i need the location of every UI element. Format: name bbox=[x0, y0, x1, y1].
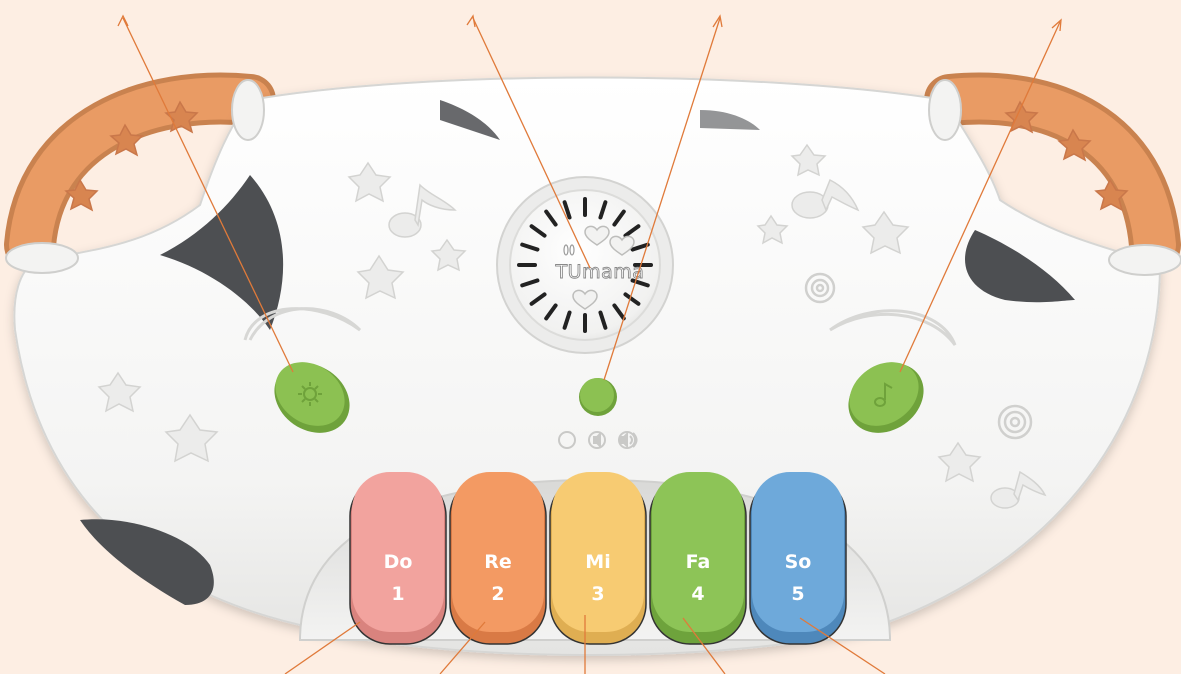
key-number-label: 1 bbox=[391, 583, 404, 605]
speaker-slot bbox=[520, 242, 540, 252]
piano-keys: Do 1 Re 2 Mi 3 Fa 4 So 5 bbox=[349, 472, 847, 645]
left-function-button[interactable] bbox=[261, 349, 363, 447]
piano-key-re[interactable]: Re 2 bbox=[449, 472, 547, 645]
piano-key-fa[interactable]: Fa 4 bbox=[649, 472, 747, 645]
key-face bbox=[752, 472, 844, 632]
music-note-icon bbox=[791, 178, 860, 219]
speaker-slot bbox=[562, 310, 572, 330]
key-note-label: Mi bbox=[585, 551, 610, 573]
heart-icon bbox=[609, 235, 635, 256]
right-handle[interactable] bbox=[924, 72, 1181, 271]
swirl-icon bbox=[997, 404, 1033, 440]
speaker-high-icon bbox=[618, 431, 638, 449]
swirl-icons bbox=[804, 272, 1033, 440]
handle-joint-right bbox=[928, 79, 1181, 276]
speaker-slots bbox=[517, 197, 653, 333]
star-icon bbox=[937, 441, 982, 483]
swirl-icon bbox=[804, 272, 836, 304]
volume-button[interactable] bbox=[579, 378, 617, 416]
callout-line-volume-button bbox=[603, 17, 721, 381]
speaker-low-icon bbox=[588, 431, 606, 449]
star-icon bbox=[861, 210, 910, 255]
gear-icon bbox=[298, 382, 322, 406]
dark-patches bbox=[80, 100, 1075, 605]
speaker-slot bbox=[598, 200, 608, 220]
music-note-icon bbox=[388, 183, 457, 238]
right-function-button[interactable] bbox=[835, 349, 937, 447]
bunny-ears-icon bbox=[563, 244, 575, 256]
piano-key-mi[interactable]: Mi 3 bbox=[549, 472, 647, 645]
key-face bbox=[652, 472, 744, 632]
heart-icon bbox=[584, 225, 610, 246]
embossed-decorations bbox=[97, 143, 1047, 509]
key-face bbox=[552, 472, 644, 632]
piano-key-do[interactable]: Do 1 bbox=[349, 472, 447, 645]
callout-line-key-fa bbox=[682, 617, 726, 674]
key-number-label: 2 bbox=[491, 583, 504, 605]
callout-line-key-do bbox=[284, 621, 361, 674]
star-icon bbox=[164, 413, 219, 463]
star-icon bbox=[97, 371, 142, 413]
key-number-label: 5 bbox=[791, 583, 804, 605]
arrow-up-icon bbox=[117, 14, 129, 27]
callout-arrowheads bbox=[117, 14, 1062, 32]
left-handle[interactable] bbox=[4, 72, 276, 271]
arrow-up-icon bbox=[712, 14, 723, 28]
speaker-slot bbox=[623, 292, 641, 306]
star-icon bbox=[430, 238, 467, 272]
music-note-icon bbox=[990, 470, 1047, 509]
arrow-up-icon bbox=[1051, 18, 1062, 32]
callout-line-key-so bbox=[799, 617, 886, 674]
key-note-label: Fa bbox=[686, 551, 711, 573]
volume-indicators bbox=[558, 431, 638, 449]
key-number-label: 4 bbox=[691, 583, 704, 605]
key-face bbox=[352, 472, 444, 632]
handle-star-icons bbox=[1004, 100, 1129, 212]
speaker-slot bbox=[529, 224, 547, 238]
key-number-label: 3 bbox=[591, 583, 604, 605]
star-icon bbox=[356, 254, 405, 300]
callout-line-left-button bbox=[122, 17, 294, 373]
right-button-recess bbox=[829, 309, 957, 346]
callout-lines bbox=[122, 17, 1061, 674]
piano-key-so[interactable]: So 5 bbox=[749, 472, 847, 645]
speaker-grille: TUmama bbox=[496, 176, 674, 354]
key-face bbox=[452, 472, 544, 632]
music-note-icon bbox=[874, 382, 893, 407]
handle-joint-left bbox=[5, 79, 265, 274]
key-note-label: Re bbox=[484, 551, 512, 573]
star-icon bbox=[347, 161, 392, 203]
speaker-slot bbox=[598, 310, 608, 330]
left-button-recess bbox=[243, 307, 362, 341]
speaker-slot bbox=[630, 242, 650, 252]
speaker-slot bbox=[623, 224, 641, 238]
speaker-slot bbox=[544, 303, 558, 321]
speaker-slot bbox=[520, 278, 540, 288]
speaker-slot bbox=[612, 209, 626, 227]
heart-icon bbox=[572, 289, 598, 310]
callout-line-speaker bbox=[472, 17, 591, 269]
key-note-label: Do bbox=[384, 551, 413, 573]
callout-line-right-button bbox=[899, 21, 1061, 373]
speaker-slot bbox=[544, 209, 558, 227]
callout-line-key-re bbox=[439, 621, 486, 674]
star-icon bbox=[756, 214, 789, 245]
mute-circle-icon bbox=[558, 431, 576, 449]
brand-logo-text: TUmama bbox=[555, 261, 645, 283]
arrow-up-icon bbox=[466, 14, 476, 28]
speaker-slot bbox=[612, 303, 626, 321]
star-icon bbox=[790, 143, 827, 177]
heart-icons bbox=[572, 225, 635, 310]
speaker-slot bbox=[529, 292, 547, 306]
key-note-label: So bbox=[785, 551, 812, 573]
speaker-slot bbox=[562, 200, 572, 220]
